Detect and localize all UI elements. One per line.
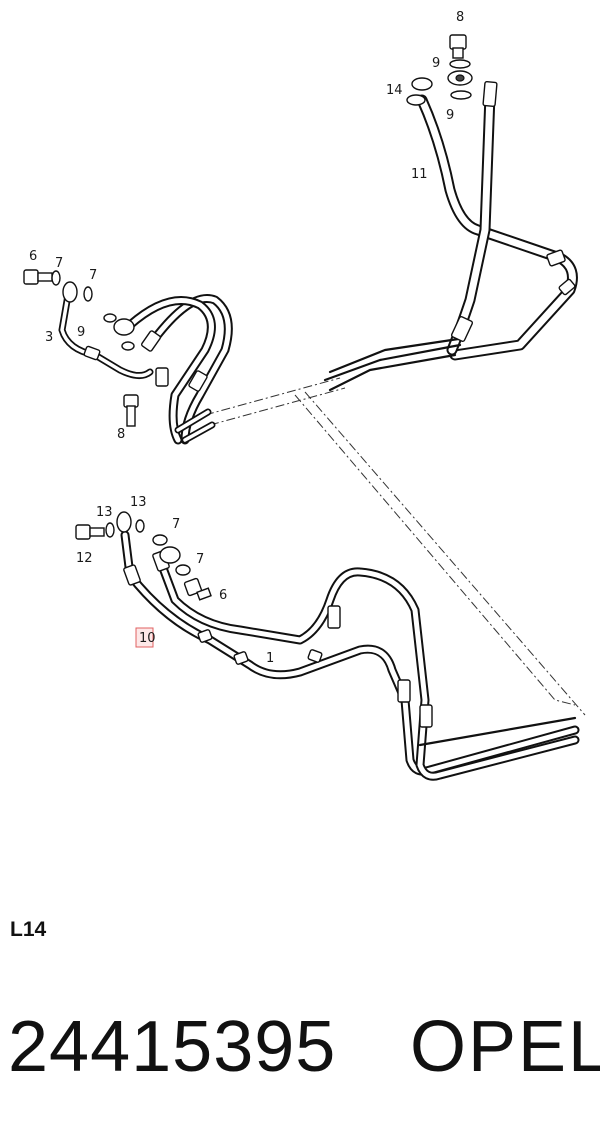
callout-3: 3 — [45, 330, 53, 345]
callout-7-a: 7 — [55, 256, 63, 271]
callout-10-highlight — [135, 627, 154, 648]
callouts: 8 9 14 9 11 6 7 7 3 9 8 13 13 12 7 7 6 1… — [29, 10, 464, 666]
callout-13-a: 13 — [96, 505, 113, 520]
callout-1: 1 — [266, 651, 274, 666]
projection-lines — [204, 377, 586, 716]
callout-11: 11 — [411, 167, 428, 182]
callout-7-b: 7 — [89, 268, 97, 283]
callout-10: 10 — [139, 631, 156, 646]
callout-7-c: 7 — [172, 517, 180, 532]
callout-12: 12 — [76, 551, 93, 566]
callout-8-left: 8 — [117, 427, 125, 442]
callout-13-b: 13 — [130, 495, 147, 510]
section-label: L14 — [10, 918, 47, 941]
hardware — [23, 34, 473, 601]
callout-6-right: 6 — [219, 588, 227, 603]
callout-6-left: 6 — [29, 249, 37, 264]
brand-name: OPEL — [410, 1007, 600, 1087]
callout-9-top: 9 — [432, 56, 440, 71]
parts-diagram: 8 9 14 9 11 6 7 7 3 9 8 13 13 12 7 7 6 1… — [23, 10, 586, 781]
callout-9-mid: 9 — [446, 108, 454, 123]
part-number: 24415395 — [8, 1007, 337, 1087]
hose-1 — [120, 530, 580, 781]
callout-7-d: 7 — [196, 552, 204, 567]
fittings — [83, 80, 576, 728]
hose-11 — [416, 89, 578, 361]
callout-14: 14 — [386, 83, 403, 98]
callout-8-top: 8 — [456, 10, 464, 25]
hose-3 — [58, 291, 233, 445]
upper-pipes — [323, 336, 467, 392]
callout-9-left: 9 — [77, 325, 85, 340]
